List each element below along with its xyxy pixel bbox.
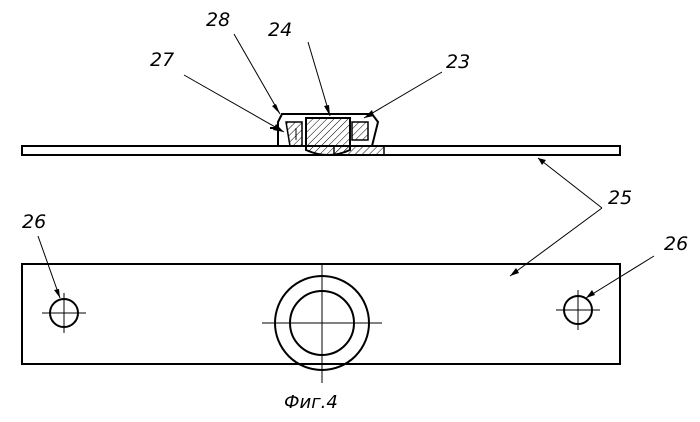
fastener-assembly xyxy=(270,114,384,155)
label-23: 23 xyxy=(446,51,470,73)
label-26-left: 26 xyxy=(22,211,46,233)
label-28: 28 xyxy=(206,9,230,31)
label-24: 24 xyxy=(268,19,292,41)
label-26-right: 26 xyxy=(664,233,688,255)
label-27: 27 xyxy=(150,49,174,71)
part-27 xyxy=(286,122,302,146)
label-25: 25 xyxy=(608,187,632,209)
plate-front-view xyxy=(22,263,620,383)
figure-caption: Фиг.4 xyxy=(284,392,338,413)
part-23 xyxy=(352,122,368,140)
washer xyxy=(334,146,384,155)
leader-lines xyxy=(38,34,654,298)
